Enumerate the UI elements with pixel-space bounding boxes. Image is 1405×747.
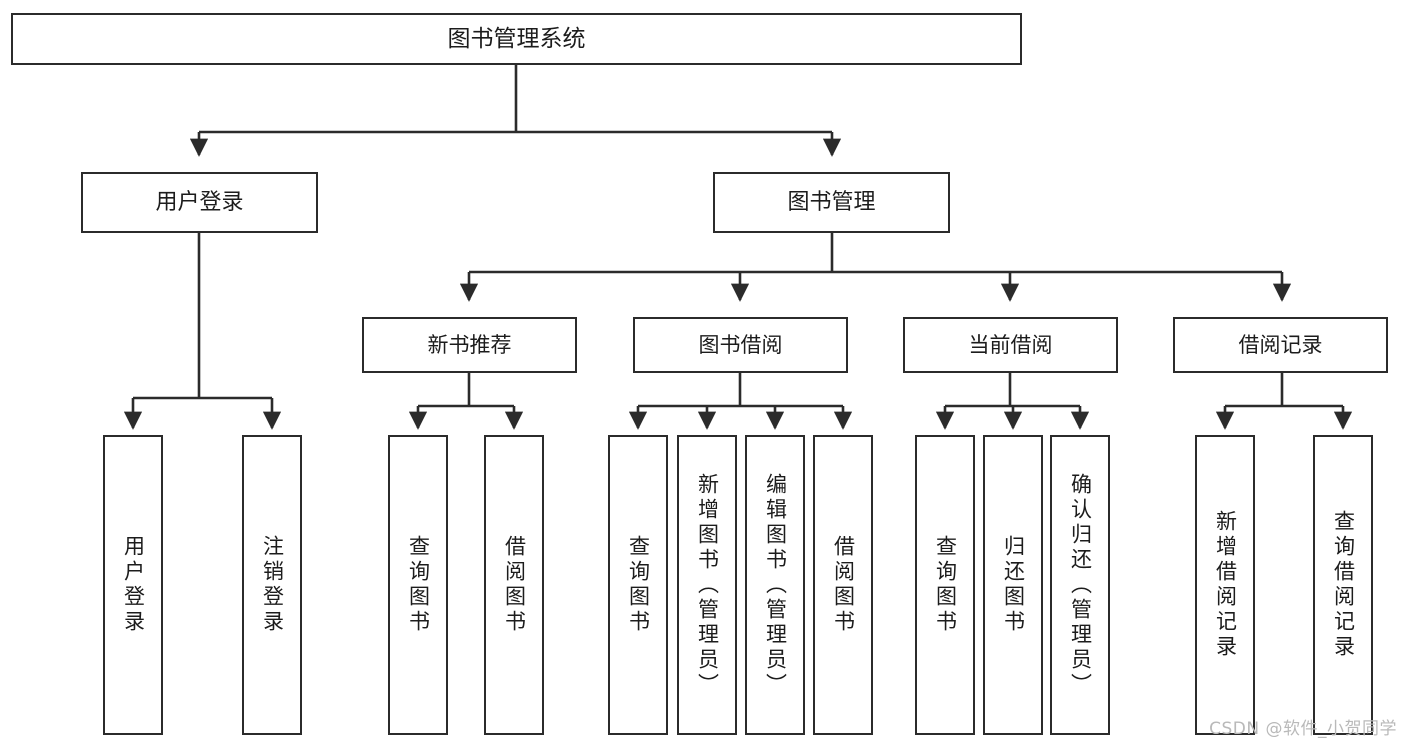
node-leaf-logout-login[interactable]: 注销登录 — [242, 435, 302, 735]
node-leaf-borrow-book-2[interactable]: 借阅图书 — [813, 435, 873, 735]
node-leaf-return-book[interactable]: 归还图书 — [983, 435, 1043, 735]
node-leaf-query-book-1-label: 查询图书 — [406, 535, 431, 635]
node-book-borrow[interactable]: 图书借阅 — [633, 317, 848, 373]
node-leaf-return-book-label: 归还图书 — [1001, 535, 1026, 635]
node-leaf-add-borrow-record[interactable]: 新增借阅记录 — [1195, 435, 1255, 735]
node-user-login[interactable]: 用户登录 — [81, 172, 318, 233]
node-new-book-recommend-label: 新书推荐 — [427, 332, 512, 357]
node-leaf-logout-login-label: 注销登录 — [260, 535, 285, 635]
node-leaf-borrow-book-1-label: 借阅图书 — [502, 535, 527, 635]
node-leaf-query-book-2-label: 查询图书 — [626, 535, 651, 635]
node-leaf-borrow-book-1[interactable]: 借阅图书 — [484, 435, 544, 735]
node-leaf-query-borrow-record[interactable]: 查询借阅记录 — [1313, 435, 1373, 735]
node-leaf-confirm-return-admin[interactable]: 确认归还（管理员） — [1050, 435, 1110, 735]
node-leaf-user-login-label: 用户登录 — [121, 535, 146, 635]
node-borrow-record[interactable]: 借阅记录 — [1173, 317, 1388, 373]
node-book-manage[interactable]: 图书管理 — [713, 172, 950, 233]
node-leaf-borrow-book-2-label: 借阅图书 — [831, 535, 856, 635]
node-leaf-query-book-3[interactable]: 查询图书 — [915, 435, 975, 735]
node-leaf-query-book-2[interactable]: 查询图书 — [608, 435, 668, 735]
node-book-borrow-label: 图书借阅 — [698, 332, 783, 357]
node-leaf-edit-book-admin-label: 编辑图书（管理员） — [763, 472, 788, 698]
node-leaf-query-borrow-record-label: 查询借阅记录 — [1331, 510, 1356, 660]
node-borrow-record-label: 借阅记录 — [1238, 332, 1323, 357]
node-current-borrow-label: 当前借阅 — [968, 332, 1053, 357]
node-leaf-edit-book-admin[interactable]: 编辑图书（管理员） — [745, 435, 805, 735]
node-user-login-label: 用户登录 — [155, 189, 244, 215]
node-leaf-add-book-admin[interactable]: 新增图书（管理员） — [677, 435, 737, 735]
node-leaf-add-borrow-record-label: 新增借阅记录 — [1213, 510, 1238, 660]
watermark-text: CSDN @软件_小贺同学 — [1209, 719, 1397, 739]
node-leaf-confirm-return-admin-label: 确认归还（管理员） — [1068, 472, 1093, 698]
node-leaf-query-book-3-label: 查询图书 — [933, 535, 958, 635]
node-book-manage-label: 图书管理 — [787, 189, 876, 215]
node-root-label: 图书管理系统 — [447, 25, 586, 52]
node-current-borrow[interactable]: 当前借阅 — [903, 317, 1118, 373]
node-root[interactable]: 图书管理系统 — [11, 13, 1022, 65]
node-leaf-add-book-admin-label: 新增图书（管理员） — [695, 472, 720, 698]
node-leaf-user-login[interactable]: 用户登录 — [103, 435, 163, 735]
node-new-book-recommend[interactable]: 新书推荐 — [362, 317, 577, 373]
node-leaf-query-book-1[interactable]: 查询图书 — [388, 435, 448, 735]
